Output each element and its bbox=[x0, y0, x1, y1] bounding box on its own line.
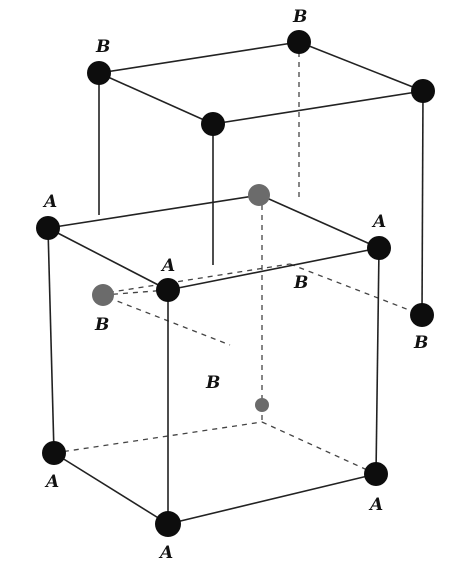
lower-cube-top-edge-back bbox=[47, 194, 261, 229]
label-b-top-face-center: B bbox=[293, 273, 308, 293]
label-b-upper-back-left: B bbox=[95, 37, 110, 57]
atom-a-bottom-right bbox=[364, 462, 388, 486]
lower-cube-edges bbox=[47, 194, 380, 525]
lower-cube-top-edge-front bbox=[167, 247, 380, 291]
upper-cube-top-edge-left bbox=[98, 72, 214, 125]
atom-a-bottom-left bbox=[42, 441, 66, 465]
upper-cube-bottom-edge-left-hidden bbox=[98, 263, 291, 295]
atom-a-bottom-front bbox=[155, 511, 181, 537]
atom-a-top-front bbox=[156, 278, 180, 302]
lower-cube-top-edge-right bbox=[259, 194, 380, 249]
label-a-bottom-front: A bbox=[158, 543, 173, 563]
label-b-back-face-center: B bbox=[205, 373, 220, 393]
atom-labels: B B B B B B A A A A A A bbox=[42, 7, 428, 563]
atom-a-top-right bbox=[367, 236, 391, 260]
atom-b-lower-right bbox=[410, 303, 434, 327]
atom-b-upper-front bbox=[201, 112, 225, 136]
label-a-top-back-left: A bbox=[42, 192, 57, 212]
lower-cube-top-edge-left bbox=[47, 227, 169, 291]
upper-cube-vertical-right bbox=[421, 90, 424, 316]
lower-cube-bottom-edge-left bbox=[53, 452, 169, 525]
atom-b-face-center-top bbox=[248, 184, 270, 206]
atom-a-top-back-left bbox=[36, 216, 60, 240]
upper-cube-bottom-edge-front-hidden bbox=[98, 293, 231, 346]
lower-cube-atoms bbox=[36, 216, 391, 537]
label-b-left-face-center: B bbox=[94, 315, 109, 335]
label-a-bottom-left: A bbox=[44, 472, 59, 492]
label-a-top-front: A bbox=[160, 256, 175, 276]
atom-b-upper-back-left bbox=[87, 61, 111, 85]
lower-cube-bottom-edge-front bbox=[167, 473, 377, 525]
upper-cube-top-edge-right bbox=[298, 41, 424, 92]
label-b-lower-right: B bbox=[413, 333, 428, 353]
upper-cube-top-edge-front bbox=[212, 90, 424, 125]
lower-cube-vertical-right bbox=[375, 247, 380, 475]
atom-b-upper-right bbox=[411, 79, 435, 103]
upper-cube-bottom-edge-right-hidden bbox=[289, 263, 423, 316]
atom-b-face-center-left bbox=[92, 284, 114, 306]
label-a-bottom-right: A bbox=[368, 495, 383, 515]
lower-cube-bottom-edge-back-hidden bbox=[53, 421, 263, 454]
atom-b-face-center-back-hidden bbox=[255, 398, 269, 412]
upper-cube-edges bbox=[98, 41, 424, 346]
lower-cube-vertical-left bbox=[47, 227, 55, 454]
atom-b-upper-back-right bbox=[287, 30, 311, 54]
lower-cube-bottom-edge-right-hidden bbox=[261, 421, 377, 475]
label-a-top-right: A bbox=[371, 212, 386, 232]
face-center-atoms bbox=[92, 184, 270, 412]
upper-cube-atoms bbox=[87, 30, 435, 327]
upper-cube-top-edge-back bbox=[98, 41, 300, 74]
label-b-upper-back-right: B bbox=[292, 7, 307, 27]
